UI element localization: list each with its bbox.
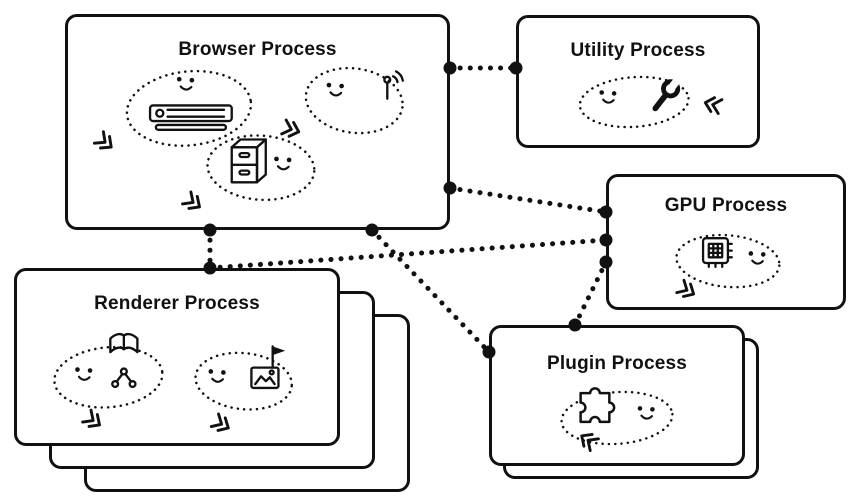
character-blob [675,233,781,289]
browser-toolbar-icon [148,104,233,131]
character-blob [125,69,253,147]
utility-process-box: Utility Process [516,15,760,148]
wrench-icon [652,77,681,112]
character-blob [194,351,294,411]
connection-browser-gpu [447,185,609,215]
smiley-face [274,156,292,171]
utility-process-title: Utility Process [570,40,706,61]
picture-frame-icon [250,366,280,390]
renderer-process-box: Renderer Process [14,268,340,446]
chevron-arrows-icon [280,118,301,138]
smiley-face [75,367,93,381]
flag-icon [271,345,286,369]
smiley-face [748,251,766,265]
browser-process-title: Browser Process [178,39,337,60]
plugin-process-box: Plugin Process [489,325,745,466]
character-blob [206,134,316,202]
gpu-process-box: GPU Process [606,174,846,310]
smiley-face [599,90,617,104]
chevron-arrows-icon [81,408,101,428]
character-blob [578,75,690,129]
gpu-process-title: GPU Process [664,195,788,216]
chevron-arrows-icon [209,412,230,432]
chevron-arrows-icon [580,432,600,452]
puzzle-piece-icon [579,387,616,424]
plugin-process-title: Plugin Process [546,353,688,374]
connection-renderer-gpu [207,237,609,271]
chevron-arrows-icon [703,96,724,115]
chevron-arrows-icon [92,130,113,150]
smiley-face [176,76,195,91]
smiley-face [208,369,226,383]
file-cabinet-icon [230,138,267,184]
dom-tree-icon [111,367,137,389]
renderer-process-title: Renderer Process [94,293,260,314]
browser-process-box: Browser Process [65,14,450,230]
character-blob [304,66,404,135]
character-blob [560,390,674,446]
character-blob [53,345,164,409]
smiley-face [326,82,344,97]
chevron-arrows-icon [181,190,201,210]
smiley-face [637,406,655,420]
antenna-icon [383,70,405,100]
chevron-arrows-icon [675,278,696,298]
gpu-chip-icon [701,237,733,268]
book-icon [109,332,139,354]
connection-plugin-gpu [572,259,609,328]
